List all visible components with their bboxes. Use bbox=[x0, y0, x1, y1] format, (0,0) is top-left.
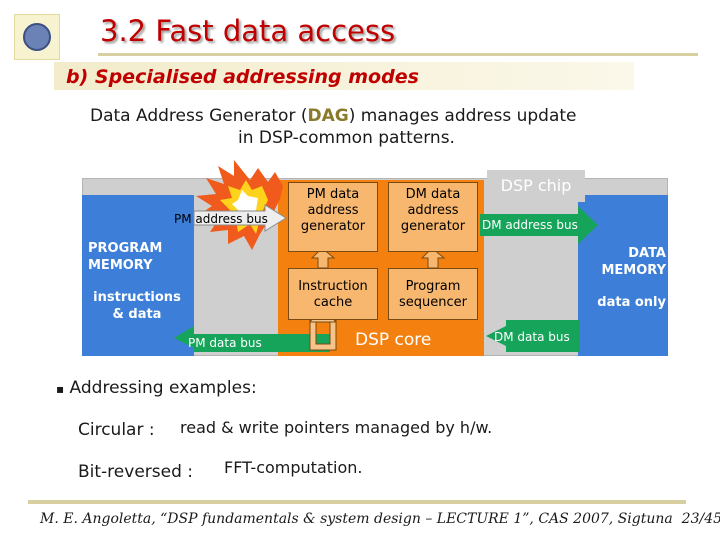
subtitle: b) Specialised addressing modes bbox=[66, 66, 419, 88]
instructions-line-2: & data bbox=[112, 307, 162, 322]
pm-gen-label: PM data address generator bbox=[289, 183, 377, 235]
instructions-line-1: instructions bbox=[93, 290, 181, 305]
instruction-cache-label: Instruction cache bbox=[289, 269, 377, 311]
footer: M. E. Angoletta, “DSP fundamentals & sys… bbox=[40, 511, 720, 527]
program-sequencer-line-1: Program bbox=[405, 279, 461, 294]
dm-address-bus-label: DM address bus bbox=[482, 218, 578, 232]
dm-data-address-generator: DM data address generator bbox=[388, 182, 478, 252]
pm-data-address-generator: PM data address generator bbox=[288, 182, 378, 252]
dsp-core-label: DSP core bbox=[355, 330, 432, 350]
instruction-cache-line-2: cache bbox=[313, 295, 353, 310]
pm-address-bus-arrow bbox=[193, 204, 287, 232]
page-title: 3.2 Fast data access bbox=[100, 14, 396, 48]
addressing-heading-text: Addressing examples: bbox=[69, 378, 257, 398]
dm-data-bus-arrow bbox=[486, 320, 580, 352]
page-number: 23/45 bbox=[681, 511, 720, 527]
intro-text-before: Data Address Generator ( bbox=[90, 106, 308, 126]
data-only-label: data only bbox=[597, 295, 666, 310]
program-memory-label: PROGRAM MEMORY bbox=[88, 240, 188, 274]
dm-data-bus-label: DM data bus bbox=[494, 330, 570, 344]
pm-gen-line-2: address bbox=[307, 203, 359, 218]
title-underline bbox=[98, 53, 698, 56]
bit-reversed-description: FFT-computation. bbox=[224, 458, 363, 477]
intro-text-after: ) manages address update bbox=[348, 106, 577, 126]
bit-reversed-label: Bit-reversed : bbox=[78, 462, 194, 482]
program-sequencer-label: Program sequencer bbox=[389, 269, 477, 311]
pm-data-bus-label: PM data bus bbox=[188, 336, 262, 350]
pm-data-bus-arrow bbox=[174, 326, 330, 352]
program-memory-line-2: MEMORY bbox=[88, 258, 153, 273]
instruction-cache-box: Instruction cache bbox=[288, 268, 378, 320]
logo bbox=[14, 14, 60, 60]
program-memory-line-1: PROGRAM bbox=[88, 241, 163, 256]
pm-gen-line-1: PM data bbox=[306, 187, 360, 202]
circular-label: Circular : bbox=[78, 420, 155, 440]
dm-gen-line-1: DM data bbox=[405, 187, 461, 202]
instruction-cache-line-1: Instruction bbox=[298, 279, 368, 294]
dm-address-bus-arrow bbox=[480, 206, 598, 244]
cern-logo-icon bbox=[23, 23, 51, 51]
intro-dag-acronym: DAG bbox=[307, 106, 349, 126]
program-sequencer-line-2: sequencer bbox=[399, 295, 467, 310]
addressing-heading: ▪ Addressing examples: bbox=[56, 378, 257, 398]
dsp-chip-label: DSP chip bbox=[487, 170, 585, 202]
footer-citation: M. E. Angoletta, “DSP fundamentals & sys… bbox=[40, 511, 673, 527]
circular-description: read & write pointers managed by h/w. bbox=[180, 418, 493, 437]
instructions-data-label: instructions & data bbox=[84, 289, 190, 323]
program-sequencer-box: Program sequencer bbox=[388, 268, 478, 320]
data-memory-line-1: DATA bbox=[628, 246, 666, 261]
square-bullet-icon: ▪ bbox=[56, 382, 65, 396]
data-memory-label: DATA MEMORY bbox=[578, 245, 666, 279]
intro-line-2: in DSP-common patterns. bbox=[238, 128, 455, 148]
pm-address-bus-label: PM address bus bbox=[174, 212, 268, 226]
cache-feedback-arrow bbox=[309, 319, 337, 351]
intro-line-1: Data Address Generator (DAG) manages add… bbox=[90, 106, 577, 126]
dm-gen-line-3: generator bbox=[400, 219, 466, 234]
footer-rule bbox=[28, 500, 686, 504]
data-memory-line-2: MEMORY bbox=[601, 263, 666, 278]
dm-gen-label: DM data address generator bbox=[389, 183, 477, 235]
pm-gen-line-3: generator bbox=[300, 219, 366, 234]
dm-gen-line-2: address bbox=[407, 203, 459, 218]
subtitle-background bbox=[54, 62, 634, 90]
program-memory-block bbox=[82, 195, 194, 356]
